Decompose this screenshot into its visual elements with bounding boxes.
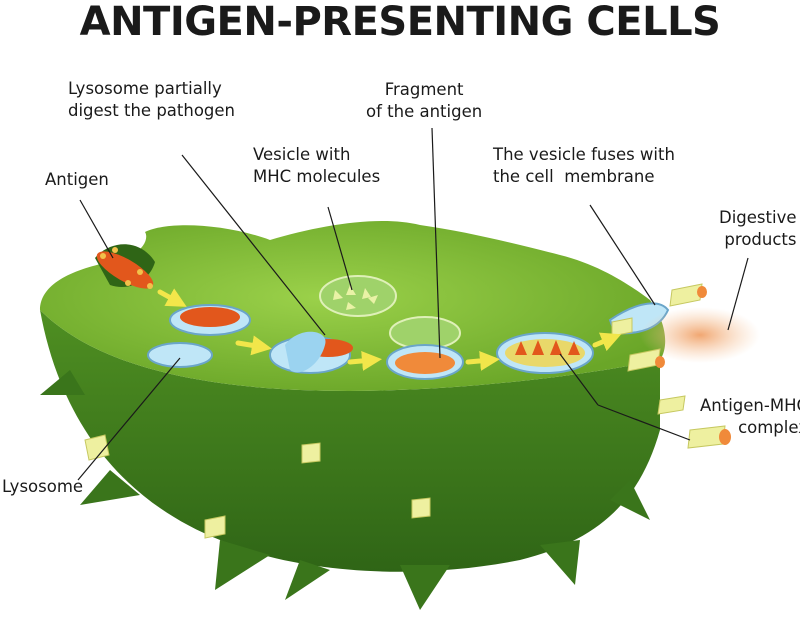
label-lysosome: Lysosome <box>2 476 83 498</box>
antigen-mhc-vesicle <box>496 332 594 374</box>
label-antigen-mhc-line1: Antigen-MHC <box>700 396 800 415</box>
label-digestive-products: Digestive products <box>719 207 796 251</box>
label-antigen-line1: Antigen <box>45 170 109 189</box>
flow-arrows <box>157 288 622 371</box>
label-lysosome-digest-line1: Lysosome partially <box>68 79 222 98</box>
label-vesicle-fuses-line2: the cell membrane <box>493 167 655 186</box>
label-digestive-line2: products <box>724 230 797 249</box>
label-fragment-line1: Fragment <box>384 80 464 99</box>
digestive-smoke <box>640 307 760 363</box>
label-lysosome-digest-line2: digest the pathogen <box>68 101 236 120</box>
diagram-title: ANTIGEN-PRESENTING CELLS <box>79 0 721 45</box>
antigen-bacterium <box>96 247 154 289</box>
label-lysosome-digest: Lysosome partially digest the pathogen <box>68 78 235 122</box>
phagolysosome <box>269 331 353 374</box>
label-vesicle-mhc-line1: Vesicle with <box>253 145 351 164</box>
label-vesicle-fuses-line1: The vesicle fuses with <box>493 145 675 164</box>
label-antigen-mhc: Antigen-MHC complex <box>700 395 800 439</box>
label-digestive-line1: Digestive <box>719 208 797 227</box>
label-vesicle-mhc-line2: MHC molecules <box>253 167 381 186</box>
mhc-vesicle <box>319 275 397 317</box>
phagosome <box>169 304 251 336</box>
label-vesicle-fuses: The vesicle fuses with the cell membrane <box>493 144 675 188</box>
label-antigen-mhc-line2: complex <box>738 418 800 437</box>
surface-receptors <box>84 283 726 539</box>
lysosome-vesicle <box>147 342 213 368</box>
label-fragment: Fragment of the antigen <box>366 79 482 123</box>
cell-side <box>40 310 660 572</box>
label-fragment-line2: of the antigen <box>366 102 483 121</box>
label-antigen: Antigen <box>45 169 109 191</box>
leader-lines <box>77 127 749 481</box>
label-lysosome-line1: Lysosome <box>2 477 84 496</box>
label-vesicle-mhc: Vesicle with MHC molecules <box>253 144 380 188</box>
